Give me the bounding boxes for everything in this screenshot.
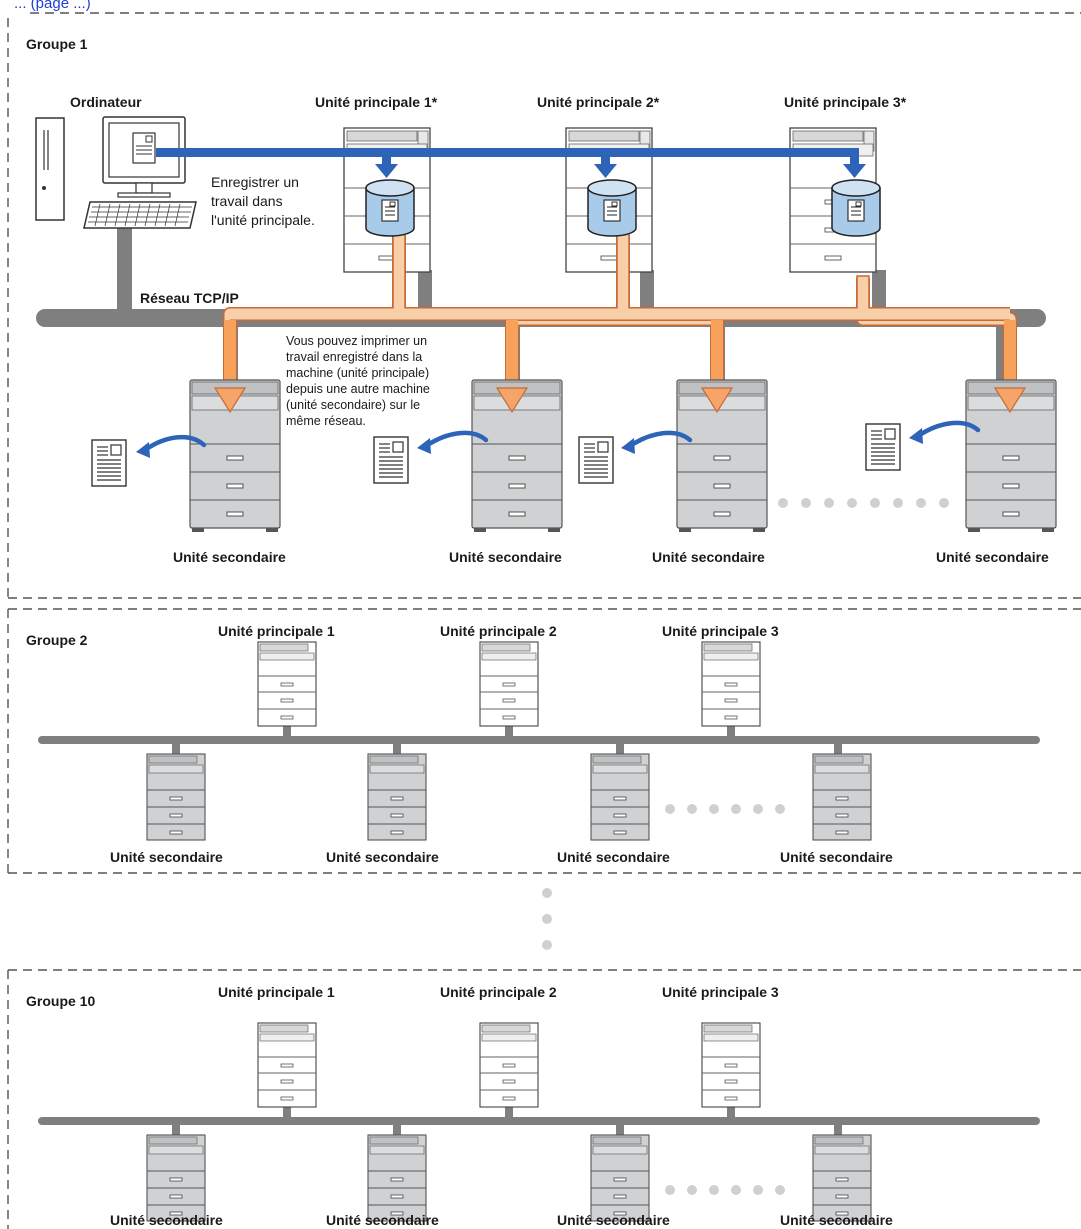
secondary-unit-4-label: Unité secondaire	[936, 549, 1049, 565]
g2-more-units-dots	[665, 804, 785, 814]
main-unit-2-label: Unité principale 2*	[537, 94, 660, 110]
g2-main-unit-1-label: Unité principale 1	[218, 623, 335, 639]
document-icon-1	[92, 440, 126, 486]
more-units-dots	[778, 498, 949, 508]
g2-main-unit-3	[702, 642, 760, 726]
g10-main-unit-3-label: Unité principale 3	[662, 984, 779, 1000]
document-icon-2	[374, 437, 408, 483]
g10-secondary-unit-3	[591, 1135, 649, 1221]
g10-secondary-unit-2-label: Unité secondaire	[326, 1212, 439, 1228]
network-label: Réseau TCP/IP	[140, 290, 239, 306]
g2-secondary-unit-3	[591, 754, 649, 840]
g2-secondary-unit-3-label: Unité secondaire	[557, 849, 670, 865]
g10-main-unit-3	[702, 1023, 760, 1107]
storage-icon-2	[588, 180, 636, 236]
group2-title: Groupe 2	[26, 632, 88, 648]
document-icon-3	[579, 437, 613, 483]
g10-main-unit-1	[258, 1023, 316, 1107]
g10-secondary-unit-4-label: Unité secondaire	[780, 1212, 893, 1228]
g2-main-unit-3-label: Unité principale 3	[662, 623, 779, 639]
secondary-unit-2-label: Unité secondaire	[449, 549, 562, 565]
storage-icon-1	[366, 180, 414, 236]
secondary-unit-1-label: Unité secondaire	[173, 549, 286, 565]
g2-secondary-unit-2-label: Unité secondaire	[326, 849, 439, 865]
header-link[interactable]: ... (page ...)	[14, 0, 91, 12]
more-groups-dots	[542, 888, 552, 950]
g10-main-unit-2	[480, 1023, 538, 1107]
g10-main-unit-2-label: Unité principale 2	[440, 984, 557, 1000]
g2-main-unit-1	[258, 642, 316, 726]
computer-icon	[36, 117, 196, 228]
g10-more-units-dots	[665, 1185, 785, 1195]
g2-main-unit-2-label: Unité principale 2	[440, 623, 557, 639]
group1-title: Groupe 1	[26, 36, 88, 52]
g2-secondary-unit-1-label: Unité secondaire	[110, 849, 223, 865]
group10-title: Groupe 10	[26, 993, 95, 1009]
g2-secondary-unit-1	[147, 754, 205, 840]
g2-secondary-unit-2	[368, 754, 426, 840]
g10-secondary-unit-4	[813, 1135, 871, 1221]
group2-network-bus	[38, 736, 1040, 744]
computer-label: Ordinateur	[70, 94, 142, 110]
g10-secondary-unit-1-label: Unité secondaire	[110, 1212, 223, 1228]
g2-secondary-unit-4-label: Unité secondaire	[780, 849, 893, 865]
main-unit-1-label: Unité principale 1*	[315, 94, 438, 110]
g2-secondary-unit-4	[813, 754, 871, 840]
g10-main-unit-1-label: Unité principale 1	[218, 984, 335, 1000]
g10-secondary-unit-1	[147, 1135, 205, 1221]
g2-main-unit-2	[480, 642, 538, 726]
document-icon-4	[866, 424, 900, 470]
storage-icon-3	[832, 180, 880, 236]
g10-secondary-unit-2	[368, 1135, 426, 1221]
group10-network-bus	[38, 1117, 1040, 1125]
register-text: Enregistrer un travail dans l'unité prin…	[211, 174, 315, 228]
main-unit-3-label: Unité principale 3*	[784, 94, 907, 110]
g10-secondary-unit-3-label: Unité secondaire	[557, 1212, 670, 1228]
secondary-unit-3-label: Unité secondaire	[652, 549, 765, 565]
